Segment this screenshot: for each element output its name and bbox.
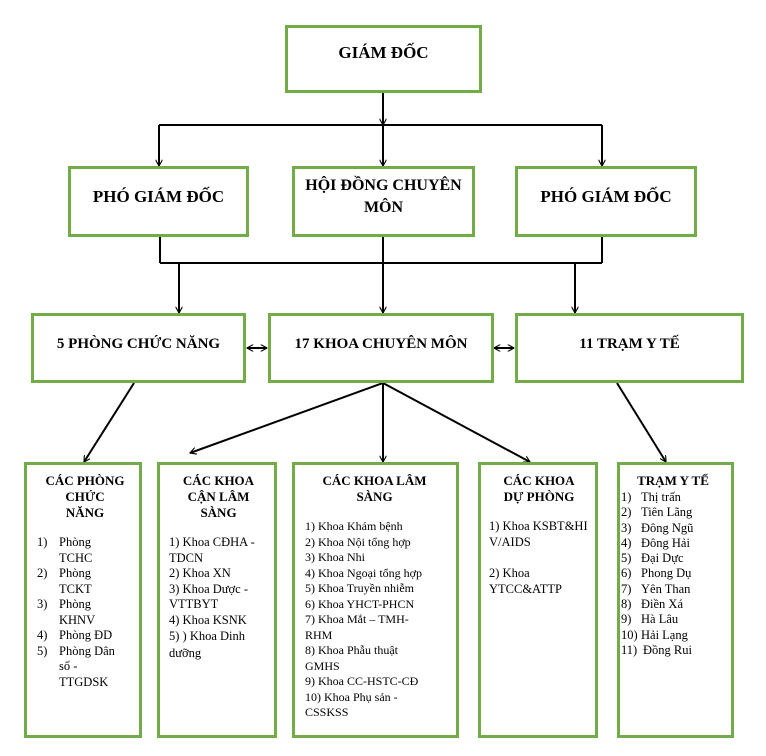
professional-council-label-line2: MÔN <box>363 199 404 216</box>
list-item: 1)Phòng TCHC <box>37 535 93 565</box>
list-item: 10) Khoa Phụ sản - CSSKSS <box>305 689 398 720</box>
health-stations-box: TRẠM Y TẾ 1)Thị trấn 2)Tiên Lãng 3)Đông … <box>617 462 734 738</box>
list-item: 8)Điền Xá <box>621 597 683 612</box>
preventive-departments-title: CÁC KHOA DỰ PHÒNG <box>503 473 575 504</box>
director-box: GIÁM ĐỐC <box>285 25 482 93</box>
professional-council-box: HỘI ĐỒNG CHUYÊN MÔN <box>292 166 475 237</box>
paraclinical-departments-title: CÁC KHOA CẬN LÂM SÀNG <box>182 473 255 520</box>
list-item: 7)Yên Than <box>621 581 691 596</box>
list-item: 9)Hà Lâu <box>621 612 679 627</box>
list-item: 1) Khoa KSBT&HIV/AIDS <box>489 519 588 549</box>
deputy-director-right-label: PHÓ GIÁM ĐỐC <box>540 187 672 206</box>
preventive-departments-box: CÁC KHOA DỰ PHÒNG 1) Khoa KSBT&HIV/AIDS … <box>478 462 598 738</box>
list-item: 3) Khoa Dược - VTTBYT <box>169 581 248 612</box>
deputy-director-left-box: PHÓ GIÁM ĐỐC <box>68 166 249 237</box>
departments-summary-label: 17 KHOA CHUYÊN MÔN <box>294 336 468 352</box>
list-item: 3) Khoa Nhi <box>305 550 365 564</box>
paraclinical-departments-box: CÁC KHOA CẬN LÂM SÀNG 1) Khoa CĐHA - TDC… <box>157 462 277 738</box>
list-item: 9) Khoa CC-HSTC-CĐ <box>305 674 419 688</box>
departments-summary-box: 17 KHOA CHUYÊN MÔN <box>268 313 494 383</box>
list-item: 8) Khoa Phẫu thuật GMHS <box>305 643 398 673</box>
list-item: 5) Khoa Truyền nhiễm <box>305 581 414 595</box>
list-item: 6) Khoa YHCT-PHCN <box>305 596 415 611</box>
health-stations-summary-box: 11 TRẠM Y TẾ <box>515 313 744 383</box>
connector-to-stations-list <box>616 382 667 462</box>
list-item: 6)Phong Dụ <box>621 566 692 581</box>
list-item: 2) Khoa XN <box>169 566 231 580</box>
list-item: 2)Tiên Lãng <box>621 505 693 520</box>
list-item: 1)Thị trấn <box>621 490 681 504</box>
list-item: 3)Đông Ngũ <box>621 520 694 535</box>
clinical-departments-title: CÁC KHOA LÂM SÀNG <box>322 473 427 504</box>
list-item: 2)Phòng TCKT <box>37 566 92 596</box>
health-stations-title: TRẠM Y TẾ <box>637 473 709 488</box>
list-item: 5) ) Khoa Dinh dưỡng <box>169 629 246 660</box>
deputy-director-right-box: PHÓ GIÁM ĐỐC <box>515 166 697 237</box>
functional-rooms-box: CÁC PHÒNG CHỨC NĂNG 1)Phòng TCHC 2)Phòng… <box>24 462 142 738</box>
list-item: 5)Phòng Dân số - TTGDSK <box>37 643 115 689</box>
list-item: 2) Khoa Nội tổng hợp <box>305 534 411 549</box>
list-item: 4)Phòng ĐD <box>37 628 113 642</box>
functional-rooms-title: CÁC PHÒNG CHỨC NĂNG <box>45 473 125 520</box>
list-item: 1) Khoa CĐHA - TDCN <box>169 535 255 565</box>
list-item: 4)Đông Hải <box>621 535 690 550</box>
functional-rooms-summary-label: 5 PHÒNG CHỨC NĂNG <box>56 336 221 352</box>
director-label: GIÁM ĐỐC <box>338 43 429 62</box>
connector-to-preventive <box>382 382 530 463</box>
clinical-departments-box: CÁC KHOA LÂM SÀNG 1) Khoa Khám bệnh 2) K… <box>292 462 459 738</box>
list-item: 4) Khoa Ngoại tổng hợp <box>305 565 422 580</box>
list-item: 4) Khoa KSNK <box>169 612 247 627</box>
functional-rooms-summary-box: 5 PHÒNG CHỨC NĂNG <box>31 313 246 383</box>
list-item: 10)Hải Lạng <box>621 627 688 642</box>
list-item: 1) Khoa Khám bệnh <box>305 519 403 533</box>
professional-council-label-line1: HỘI ĐỒNG CHUYÊN <box>305 177 462 194</box>
list-item: 3)Phòng KHNV <box>37 597 96 627</box>
list-item: 5)Đại Dực <box>621 551 684 566</box>
list-item: 7) Khoa Mắt – TMH-RHM <box>305 612 409 642</box>
list-item: 2) Khoa YTCC&ATTP <box>489 566 562 596</box>
deputy-director-left-label: PHÓ GIÁM ĐỐC <box>92 187 225 206</box>
connector-to-paraclinical <box>190 382 384 453</box>
connector-to-functional-rooms <box>83 382 135 462</box>
list-item: 11)Đồng Rui <box>621 642 692 657</box>
health-stations-summary-label: 11 TRẠM Y TẾ <box>579 336 680 352</box>
